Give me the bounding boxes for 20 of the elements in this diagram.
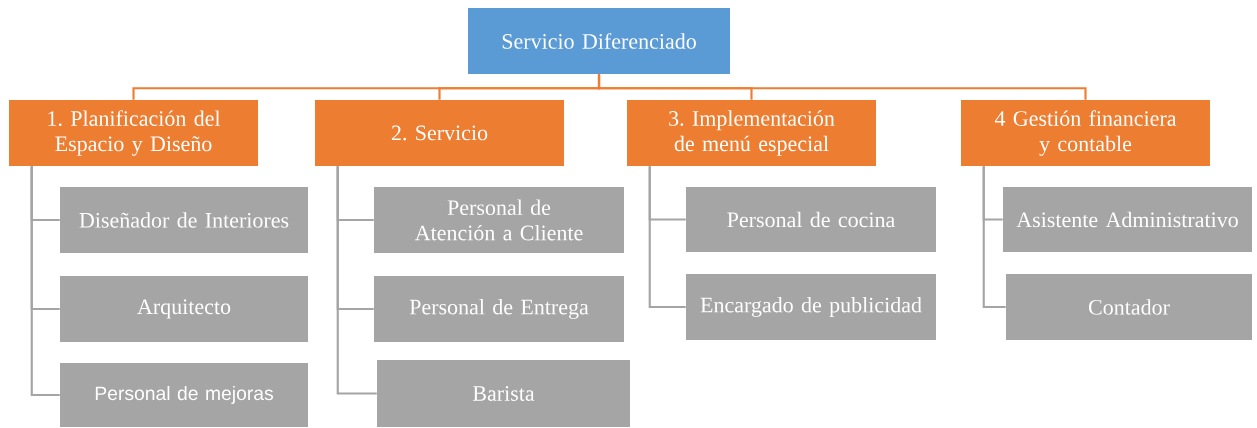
category-box: 4 Gestión financiera y contable <box>961 100 1210 166</box>
connector-line <box>648 166 686 309</box>
role-box: Personal de mejoras <box>60 363 308 427</box>
role-box: Personal de cocina <box>686 187 936 252</box>
role-box: Encargado de publicidad <box>686 274 936 340</box>
category-box: 3. Implementación de menú especial <box>627 100 876 166</box>
category-box: 2. Servicio <box>315 100 564 166</box>
connector-line <box>30 166 60 397</box>
role-box: Arquitecto <box>60 276 308 342</box>
role-box: Personal de Entrega <box>374 276 624 342</box>
role-box: Contador <box>1006 274 1252 340</box>
connector-line <box>982 166 1006 309</box>
root-box: Servicio Diferenciado <box>468 8 730 74</box>
connector-line <box>336 166 377 395</box>
connector-line <box>597 74 1087 100</box>
role-box: Personal de Atención a Cliente <box>374 187 624 253</box>
category-box: 1. Planificación del Espacio y Diseño <box>9 100 258 166</box>
role-box: Diseñador de Interiores <box>60 187 308 253</box>
role-box: Barista <box>377 360 630 427</box>
role-box: Asistente Administrativo <box>1003 187 1252 252</box>
